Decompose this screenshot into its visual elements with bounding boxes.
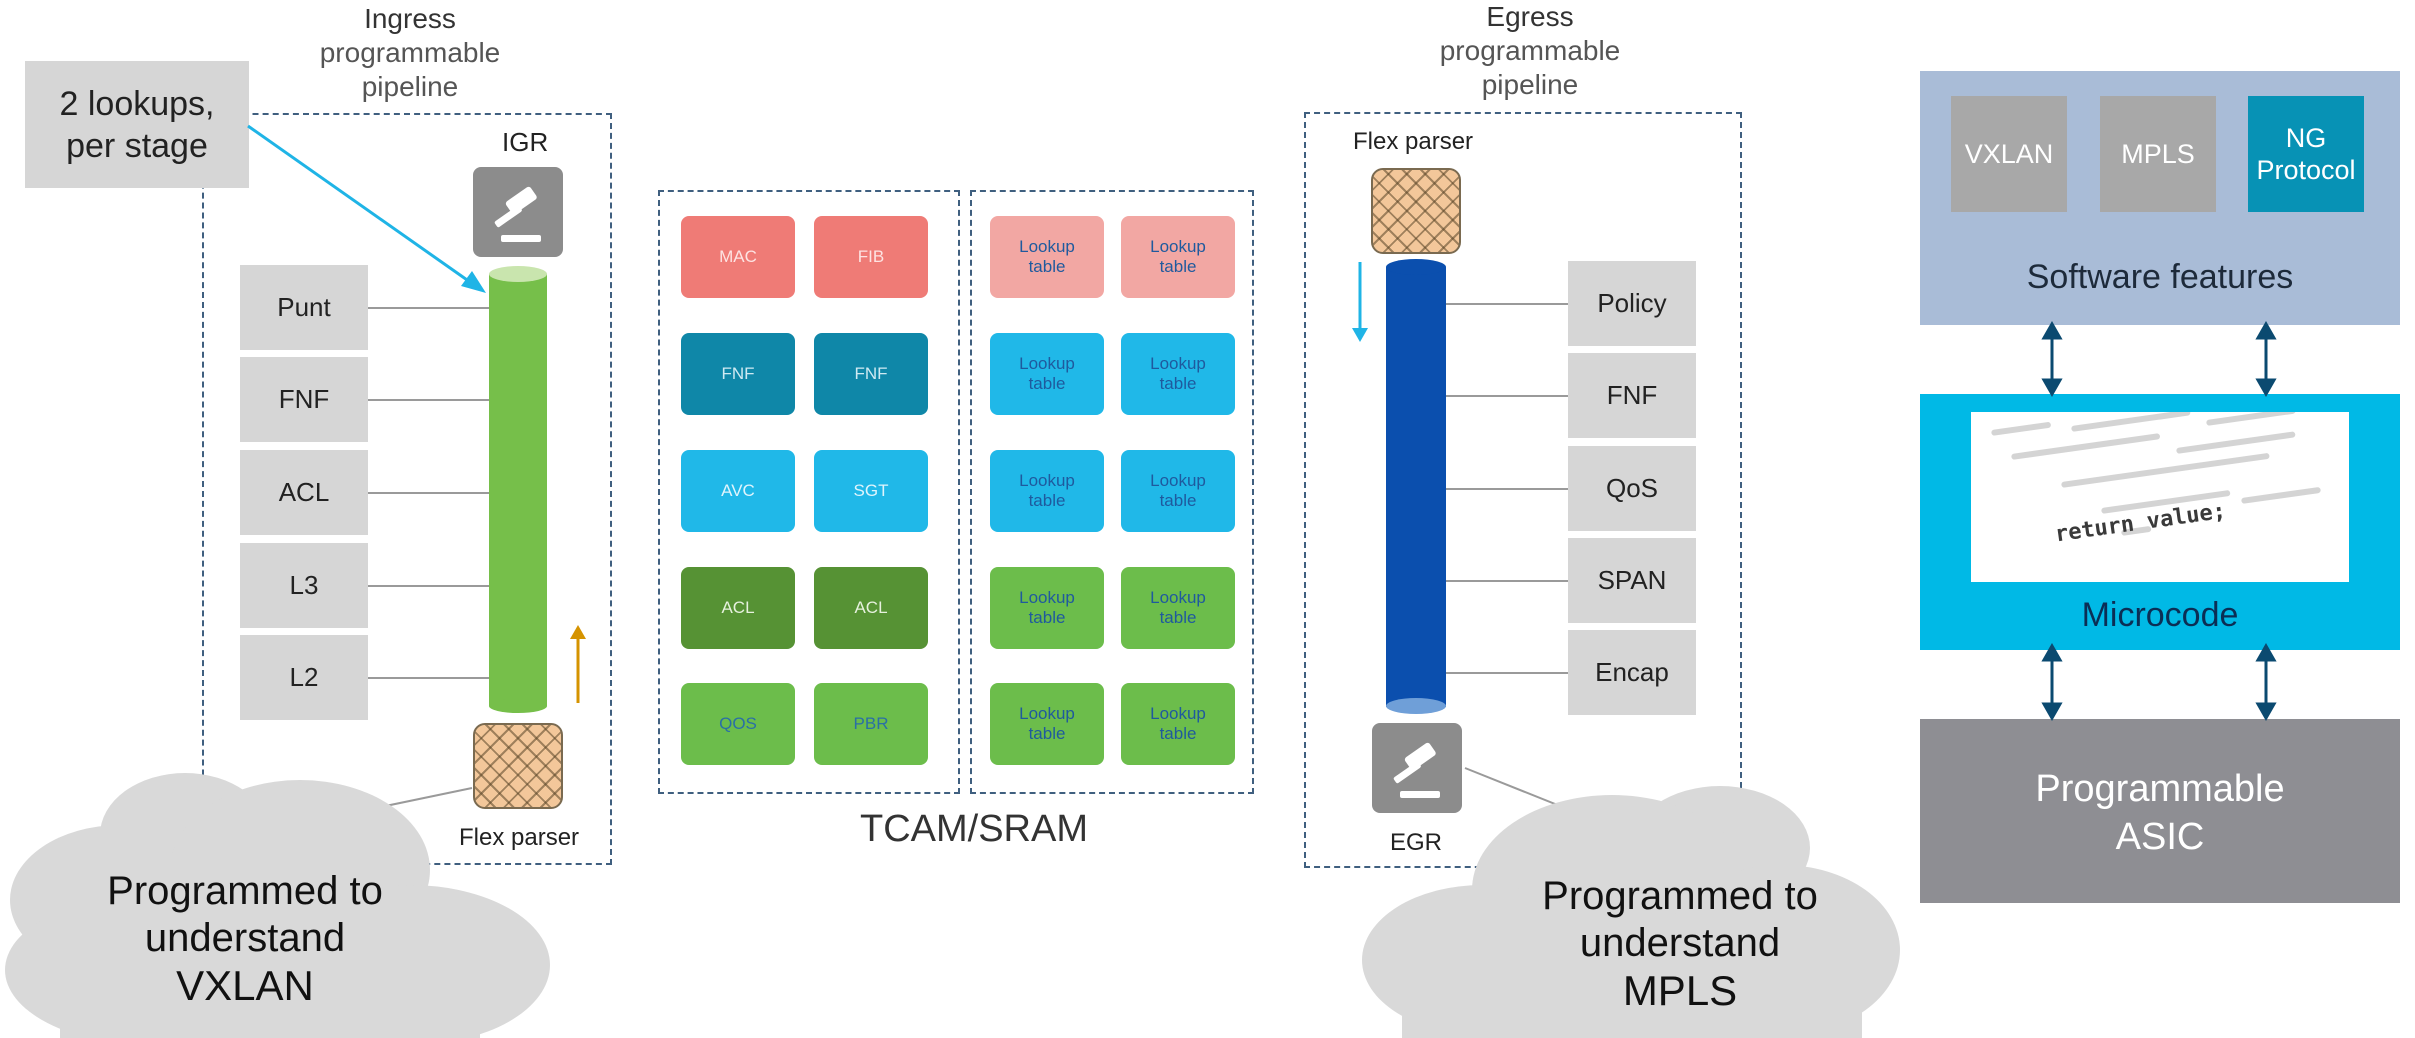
lookup-table-tile: Lookup table (990, 333, 1104, 415)
egr-gavel-icon (1372, 723, 1462, 813)
ingress-stage-connector (368, 585, 489, 587)
egress-stage-connector (1446, 488, 1568, 490)
ingress-title: Ingress programmable pipeline (290, 2, 530, 104)
upward-arrow-icon (570, 625, 586, 703)
egress-title: Egress programmable pipeline (1410, 0, 1650, 102)
mpls-cloud-text: Programmed to understand MPLS (1515, 873, 1845, 1014)
gavel-icon (494, 186, 541, 242)
lookup-table-tile: Lookup table (1121, 450, 1235, 532)
lookup-table-tile: Lookup table (990, 450, 1104, 532)
ingress-subtitle-1: programmable (319, 37, 501, 68)
tcam-tile-sgt: SGT (814, 450, 928, 532)
lookup-table-tile: Lookup table (1121, 567, 1235, 649)
ingress-parser-label: Flex parser (459, 824, 580, 851)
ingress-stage-fnf: FNF (240, 357, 368, 442)
feature-mpls: MPLS (2100, 96, 2216, 212)
vxlan-cloud-text: Programmed to understand VXLAN (80, 868, 410, 1009)
ingress-title-text: Ingress (364, 3, 456, 34)
lookup-table-tile: Lookup table (990, 567, 1104, 649)
vxlan-cloud-line2: understand (144, 916, 346, 960)
ingress-flex-parser-icon (473, 723, 563, 809)
egress-subtitle-2: pipeline (1481, 69, 1579, 100)
lookup-table-tile: Lookup table (1121, 333, 1235, 415)
tcam-left-box (658, 190, 960, 794)
software-features-label: Software features (2026, 258, 2294, 296)
ingress-subtitle-2: pipeline (361, 71, 459, 102)
egress-title-text: Egress (1486, 1, 1574, 32)
egress-stage-connector (1446, 580, 1568, 582)
feature-vxlan: VXLAN (1951, 96, 2067, 212)
vxlan-cloud-line1: Programmed to (107, 869, 383, 913)
egress-stage-fnf: FNF (1568, 353, 1696, 438)
egress-stage-connector (1446, 395, 1568, 397)
tcam-tile-mac: MAC (681, 216, 795, 298)
ingress-stage-l3: L3 (240, 543, 368, 628)
egress-flex-parser-icon (1371, 168, 1461, 254)
tcam-tile-fnf: FNF (814, 333, 928, 415)
tcam-tile-avc: AVC (681, 450, 795, 532)
ingress-stage-connector (368, 677, 489, 679)
lookup-table-tile: Lookup table (990, 683, 1104, 765)
egress-parser-label: Flex parser (1353, 128, 1474, 155)
vxlan-cloud (5, 773, 550, 1038)
code-image-icon (1991, 412, 2321, 536)
mpls-cloud-line2: understand (1579, 921, 1781, 965)
ingress-stage-connector (368, 492, 489, 494)
ingress-stage-acl: ACL (240, 450, 368, 535)
mpls-cloud-line3: MPLS (1622, 967, 1738, 1014)
downward-arrow-icon (1352, 262, 1368, 342)
ingress-stage-connector (368, 399, 489, 401)
ingress-stage-l2: L2 (240, 635, 368, 720)
mpls-cloud (1362, 786, 1900, 1038)
lookup-table-tile: Lookup table (1121, 683, 1235, 765)
layer-arrows (2041, 320, 2277, 722)
egress-stage-connector (1446, 303, 1568, 305)
programmable-asic-layer (1920, 719, 2400, 903)
tcam-sram-label: TCAM/SRAM (860, 808, 1088, 850)
code-snippet-image: return value; (1971, 412, 2349, 582)
tcam-tile-acl: ACL (814, 567, 928, 649)
lookup-table-tile: Lookup table (990, 216, 1104, 298)
ingress-stage-punt: Punt (240, 265, 368, 350)
egr-label: EGR (1390, 829, 1443, 856)
lookup-table-tile: Lookup table (1121, 216, 1235, 298)
tcam-tile-fnf: FNF (681, 333, 795, 415)
programmable-asic-label: Programmable ASIC (2035, 768, 2285, 858)
egress-subtitle-1: programmable (1439, 35, 1621, 66)
egress-stage-qos: QoS (1568, 446, 1696, 531)
tcam-tile-acl: ACL (681, 567, 795, 649)
lookups-callout: 2 lookups, per stage (25, 61, 249, 188)
tcam-right-box (970, 190, 1254, 794)
feature-ng-protocol: NG Protocol (2248, 96, 2364, 212)
gavel-icon (1393, 742, 1440, 798)
igr-gavel-icon (473, 167, 563, 257)
egress-stage-span: SPAN (1568, 538, 1696, 623)
mpls-cloud-line1: Programmed to (1542, 874, 1818, 918)
microcode-label: Microcode (2081, 596, 2239, 634)
egress-stage-encap: Encap (1568, 630, 1696, 715)
egress-stage-connector (1446, 672, 1568, 674)
tcam-tile-pbr: PBR (814, 683, 928, 765)
ingress-stage-connector (368, 307, 489, 309)
tcam-tile-fib: FIB (814, 216, 928, 298)
egress-pipe (1386, 259, 1446, 715)
egress-stage-policy: Policy (1568, 261, 1696, 346)
igr-label: IGR (502, 127, 549, 157)
tcam-tile-qos: QOS (681, 683, 795, 765)
vxlan-cloud-line3: VXLAN (176, 962, 314, 1009)
ingress-pipe (489, 266, 547, 714)
